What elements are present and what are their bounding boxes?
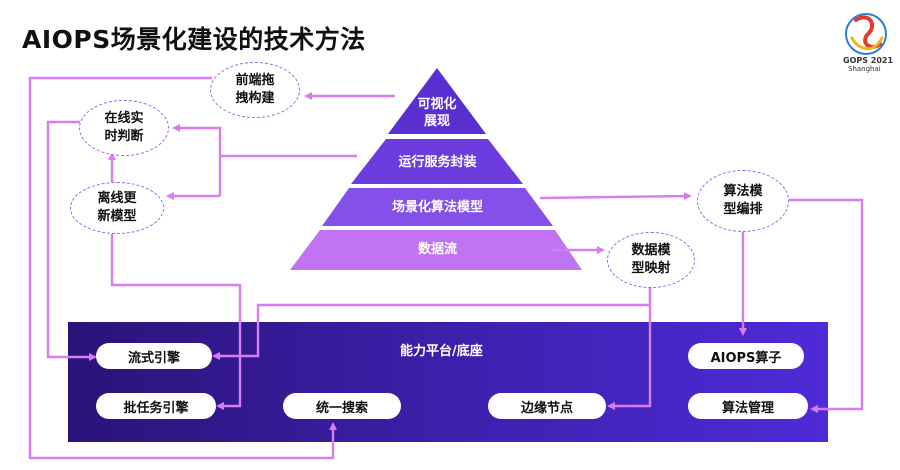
bubble-algo-orch-label: 算法模 型编排 bbox=[723, 184, 763, 217]
bubble-data-mapping: 数据模 型映射 bbox=[607, 232, 695, 288]
aiops-operator-pill: AIOPS算子 bbox=[688, 343, 804, 369]
arrow-to-edge bbox=[607, 286, 652, 410]
bubble-online-label: 在线实 时判断 bbox=[104, 111, 144, 144]
pyramid-label-dataflow: 数据流 bbox=[417, 242, 457, 257]
unified-search-pill: 统一搜索 bbox=[283, 393, 401, 419]
platform-title: 能力平台/底座 bbox=[400, 344, 483, 359]
capability-platform bbox=[68, 322, 828, 442]
logo-text: GOPS 2021 bbox=[843, 56, 894, 65]
pyramid-level-dataflow bbox=[290, 230, 582, 270]
batch-engine-pill: 批任务引擎 bbox=[96, 393, 216, 419]
pyramid-label-algorithm: 场景化算法模型 bbox=[391, 200, 483, 215]
connectors bbox=[28, 76, 864, 460]
bubble-offline-label: 离线更 新模型 bbox=[97, 191, 137, 224]
pyramid bbox=[290, 68, 582, 270]
pyramid-label-service: 运行服务封装 bbox=[398, 155, 477, 170]
bubble-frontend-build: 前端拖 拽构建 bbox=[210, 62, 300, 118]
bubble-online-judgement: 在线实 时判断 bbox=[79, 100, 169, 156]
bubble-data-map-label: 数据模 型映射 bbox=[631, 243, 671, 276]
algo-management-pill: 算法管理 bbox=[688, 393, 808, 419]
arrow-to-online bbox=[172, 124, 222, 196]
pyramid-level-service bbox=[351, 139, 523, 184]
gops-logo bbox=[845, 13, 887, 55]
pyramid-label-visualization: 可视化 展现 bbox=[417, 97, 457, 129]
arrow-online-to-stream bbox=[46, 120, 97, 361]
stream-engine-pill: 流式引擎 bbox=[96, 343, 212, 369]
edge-node-pill: 边缘节点 bbox=[488, 393, 606, 419]
bubble-algo-orchestration: 算法模 型编排 bbox=[697, 170, 789, 232]
logo-subtext: Shanghai bbox=[848, 65, 881, 73]
arrow-to-algo-mgmt bbox=[787, 198, 864, 413]
arrow-frontend-to-search bbox=[28, 76, 337, 460]
pyramid-level-visualization bbox=[388, 68, 486, 134]
arrow-to-algo-orch bbox=[539, 192, 692, 201]
arrow-offline-to-batch bbox=[110, 233, 242, 410]
bubble-offline-update: 离线更 新模型 bbox=[70, 182, 164, 234]
arrow-to-stream-right bbox=[212, 286, 652, 360]
page-title: AIOPS场景化建设的技术方法 bbox=[22, 25, 366, 54]
bubble-frontend-label: 前端拖 拽构建 bbox=[235, 73, 275, 106]
pyramid-level-algorithm bbox=[322, 188, 553, 226]
